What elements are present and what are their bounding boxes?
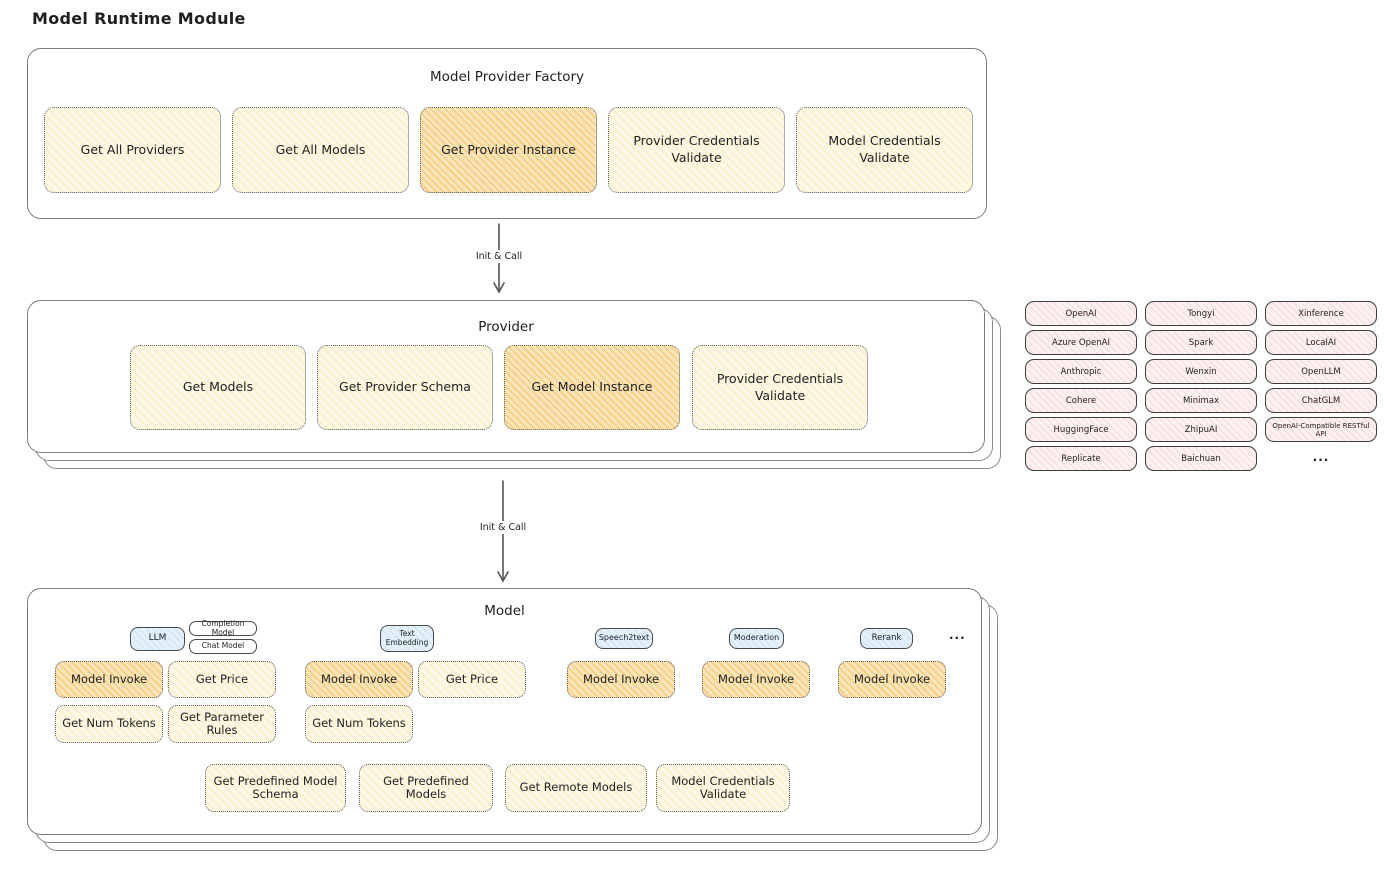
provider-pill-openllm[interactable]: OpenLLM bbox=[1265, 359, 1377, 384]
tab-chat-model[interactable]: Chat Model bbox=[189, 639, 257, 654]
tab-text-embedding[interactable]: Text Embedding bbox=[380, 625, 434, 652]
provider-pill-huggingface[interactable]: HuggingFace bbox=[1025, 417, 1137, 442]
moderation-model-invoke-button[interactable]: Model Invoke bbox=[702, 661, 810, 698]
provider-pill-wenxin[interactable]: Wenxin bbox=[1145, 359, 1257, 384]
init-call-label-2: Init & Call bbox=[470, 521, 536, 534]
get-predefined-models-button[interactable]: Get Predefined Models bbox=[359, 764, 493, 812]
llm-get-num-tokens-button[interactable]: Get Num Tokens bbox=[55, 705, 163, 743]
tab-moderation[interactable]: Moderation bbox=[729, 628, 784, 649]
speech2text-model-invoke-button[interactable]: Model Invoke bbox=[567, 661, 675, 698]
init-call-label-1: Init & Call bbox=[466, 250, 532, 263]
provider-pill-spark[interactable]: Spark bbox=[1145, 330, 1257, 355]
provider-pill-openai[interactable]: OpenAI bbox=[1025, 301, 1137, 326]
provider-pill-anthropic[interactable]: Anthropic bbox=[1025, 359, 1137, 384]
get-all-providers-button[interactable]: Get All Providers bbox=[44, 107, 221, 193]
provider-pill-replicate[interactable]: Replicate bbox=[1025, 446, 1137, 471]
provider-credentials-validate-button-2[interactable]: Provider Credentials Validate bbox=[692, 345, 868, 430]
tab-rerank[interactable]: Rerank bbox=[860, 628, 913, 649]
model-box: Model LLM Completion Model Chat Model Te… bbox=[27, 588, 998, 851]
embedding-get-num-tokens-button[interactable]: Get Num Tokens bbox=[305, 705, 413, 743]
tab-completion-model[interactable]: Completion Model bbox=[189, 620, 257, 636]
page-title: Model Runtime Module bbox=[32, 9, 246, 28]
get-model-instance-button[interactable]: Get Model Instance bbox=[504, 345, 680, 430]
get-provider-instance-button[interactable]: Get Provider Instance bbox=[420, 107, 597, 193]
model-title: Model bbox=[484, 603, 525, 619]
provider-pill-openai-compatible[interactable]: OpenAI-Compatible RESTful API bbox=[1265, 417, 1377, 442]
get-provider-schema-button[interactable]: Get Provider Schema bbox=[317, 345, 493, 430]
provider-credentials-validate-button[interactable]: Provider Credentials Validate bbox=[608, 107, 785, 193]
provider-pill-cohere[interactable]: Cohere bbox=[1025, 388, 1137, 413]
get-models-button[interactable]: Get Models bbox=[130, 345, 306, 430]
provider-pill-tongyi[interactable]: Tongyi bbox=[1145, 301, 1257, 326]
provider-pill-chatglm[interactable]: ChatGLM bbox=[1265, 388, 1377, 413]
model-credentials-validate-button[interactable]: Model Credentials Validate bbox=[796, 107, 973, 193]
more-providers-ellipsis: ... bbox=[1312, 450, 1330, 464]
get-remote-models-button[interactable]: Get Remote Models bbox=[505, 764, 647, 812]
provider-to-model-arrow-icon bbox=[497, 480, 509, 583]
provider-pill-zhipuai[interactable]: ZhipuAI bbox=[1145, 417, 1257, 442]
provider-box: Provider Get Models Get Provider Schema … bbox=[27, 300, 1001, 469]
provider-title: Provider bbox=[478, 319, 534, 335]
provider-pill-minimax[interactable]: Minimax bbox=[1145, 388, 1257, 413]
embedding-get-price-button[interactable]: Get Price bbox=[418, 661, 526, 698]
model-provider-factory-title: Model Provider Factory bbox=[429, 69, 584, 85]
provider-pill-localai[interactable]: LocalAI bbox=[1265, 330, 1377, 355]
provider-pill-azure-openai[interactable]: Azure OpenAI bbox=[1025, 330, 1137, 355]
rerank-model-invoke-button[interactable]: Model Invoke bbox=[838, 661, 946, 698]
provider-pill-xinference[interactable]: Xinference bbox=[1265, 301, 1377, 326]
embedding-model-invoke-button[interactable]: Model Invoke bbox=[305, 661, 413, 698]
provider-pill-baichuan[interactable]: Baichuan bbox=[1145, 446, 1257, 471]
model-credentials-validate-button-2[interactable]: Model Credentials Validate bbox=[656, 764, 790, 812]
llm-get-price-button[interactable]: Get Price bbox=[168, 661, 276, 698]
tab-llm[interactable]: LLM bbox=[130, 627, 185, 651]
llm-model-invoke-button[interactable]: Model Invoke bbox=[55, 661, 163, 698]
get-predefined-model-schema-button[interactable]: Get Predefined Model Schema bbox=[205, 764, 346, 812]
more-tabs-ellipsis: ... bbox=[949, 628, 966, 642]
tab-speech2text[interactable]: Speech2text bbox=[595, 628, 653, 649]
model-provider-factory-box: Model Provider Factory Get All Providers… bbox=[27, 48, 987, 219]
get-all-models-button[interactable]: Get All Models bbox=[232, 107, 409, 193]
llm-get-parameter-rules-button[interactable]: Get Parameter Rules bbox=[168, 705, 276, 743]
